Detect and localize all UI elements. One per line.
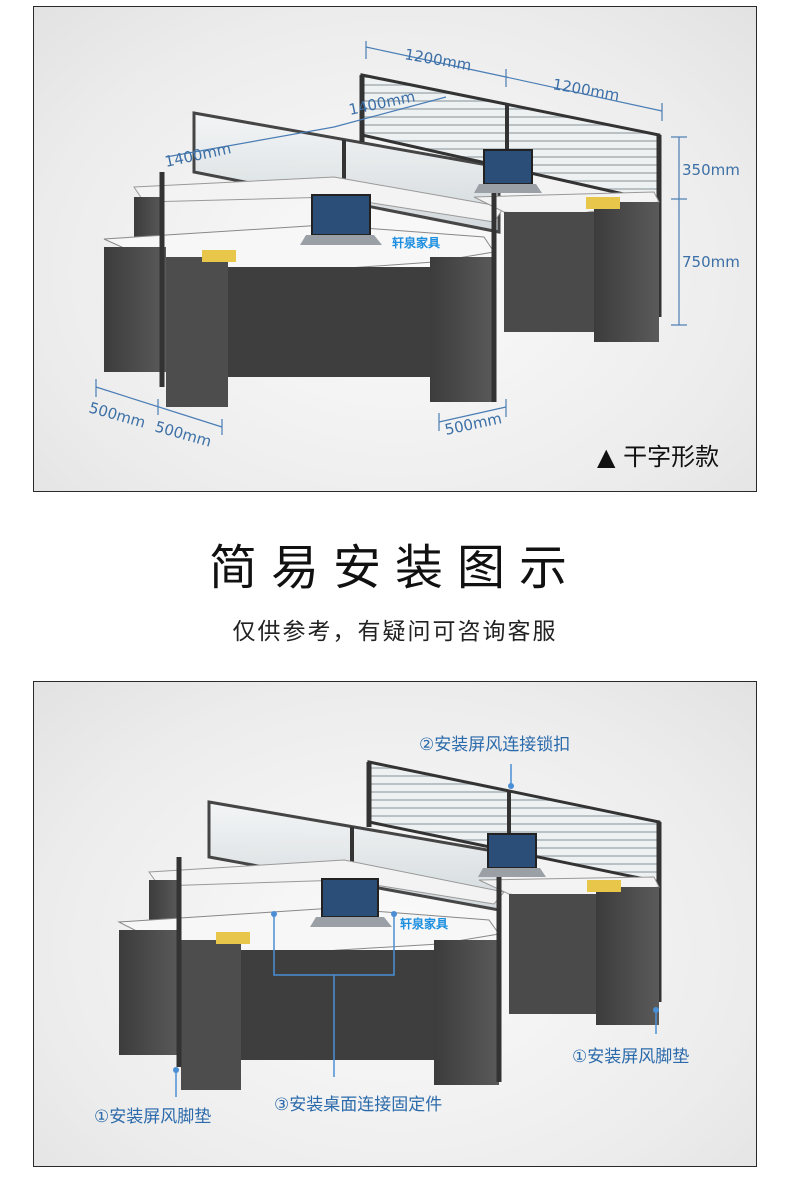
workstation-dimension-drawing: 轩泉家具 1200mm 1200mm 1400mm 1400mm 350mm 7…	[87, 41, 740, 471]
right-desk	[473, 191, 660, 342]
front-desk	[103, 224, 495, 407]
dimension-desk-height: 750mm	[682, 253, 740, 271]
section-subtitle: 仅供参考，有疑问可咨询客服	[232, 619, 558, 645]
dimension-leg-a: 500mm	[87, 399, 148, 432]
dimension-screen-height: 350mm	[682, 161, 740, 179]
book	[587, 880, 621, 892]
book	[216, 932, 250, 944]
brand-label: 轩泉家具	[392, 235, 440, 250]
laptop	[478, 833, 546, 877]
right-desk	[478, 876, 660, 1025]
book	[202, 250, 236, 262]
workstation-dimension-figure: 轩泉家具 1200mm 1200mm 1400mm 1400mm 350mm 7…	[33, 6, 757, 492]
dimension-top-width-a: 1200mm	[403, 45, 473, 74]
dimension-leg-b: 500mm	[153, 418, 214, 451]
book	[586, 197, 620, 209]
laptop	[300, 194, 382, 245]
dimension-top-width-b: 1200mm	[551, 75, 621, 104]
laptop	[474, 149, 542, 193]
section-title: 简易安装图示	[208, 540, 581, 596]
leader-dots	[173, 783, 659, 1073]
front-desk	[117, 907, 500, 1090]
note-foot-right: ①安装屏风脚垫	[572, 1047, 689, 1067]
installation-drawing: 轩泉家具 ②安装屏风连接锁扣 ①安装屏风脚垫 ①安装屏风脚垫 ③安装桌面连接固定…	[94, 735, 689, 1127]
note-lock: ②安装屏风连接锁扣	[419, 735, 570, 755]
dimension-lines	[95, 41, 687, 435]
leader-lines	[175, 764, 657, 1097]
style-label: ▲ 干字形款	[597, 443, 719, 471]
installation-figure: 轩泉家具 ②安装屏风连接锁扣 ①安装屏风脚垫 ①安装屏风脚垫 ③安装桌面连接固定…	[33, 681, 757, 1167]
laptop	[310, 878, 392, 927]
brand-label: 轩泉家具	[400, 916, 448, 931]
note-desk-connector: ③安装桌面连接固定件	[274, 1095, 442, 1115]
note-foot-left: ①安装屏风脚垫	[94, 1107, 211, 1127]
